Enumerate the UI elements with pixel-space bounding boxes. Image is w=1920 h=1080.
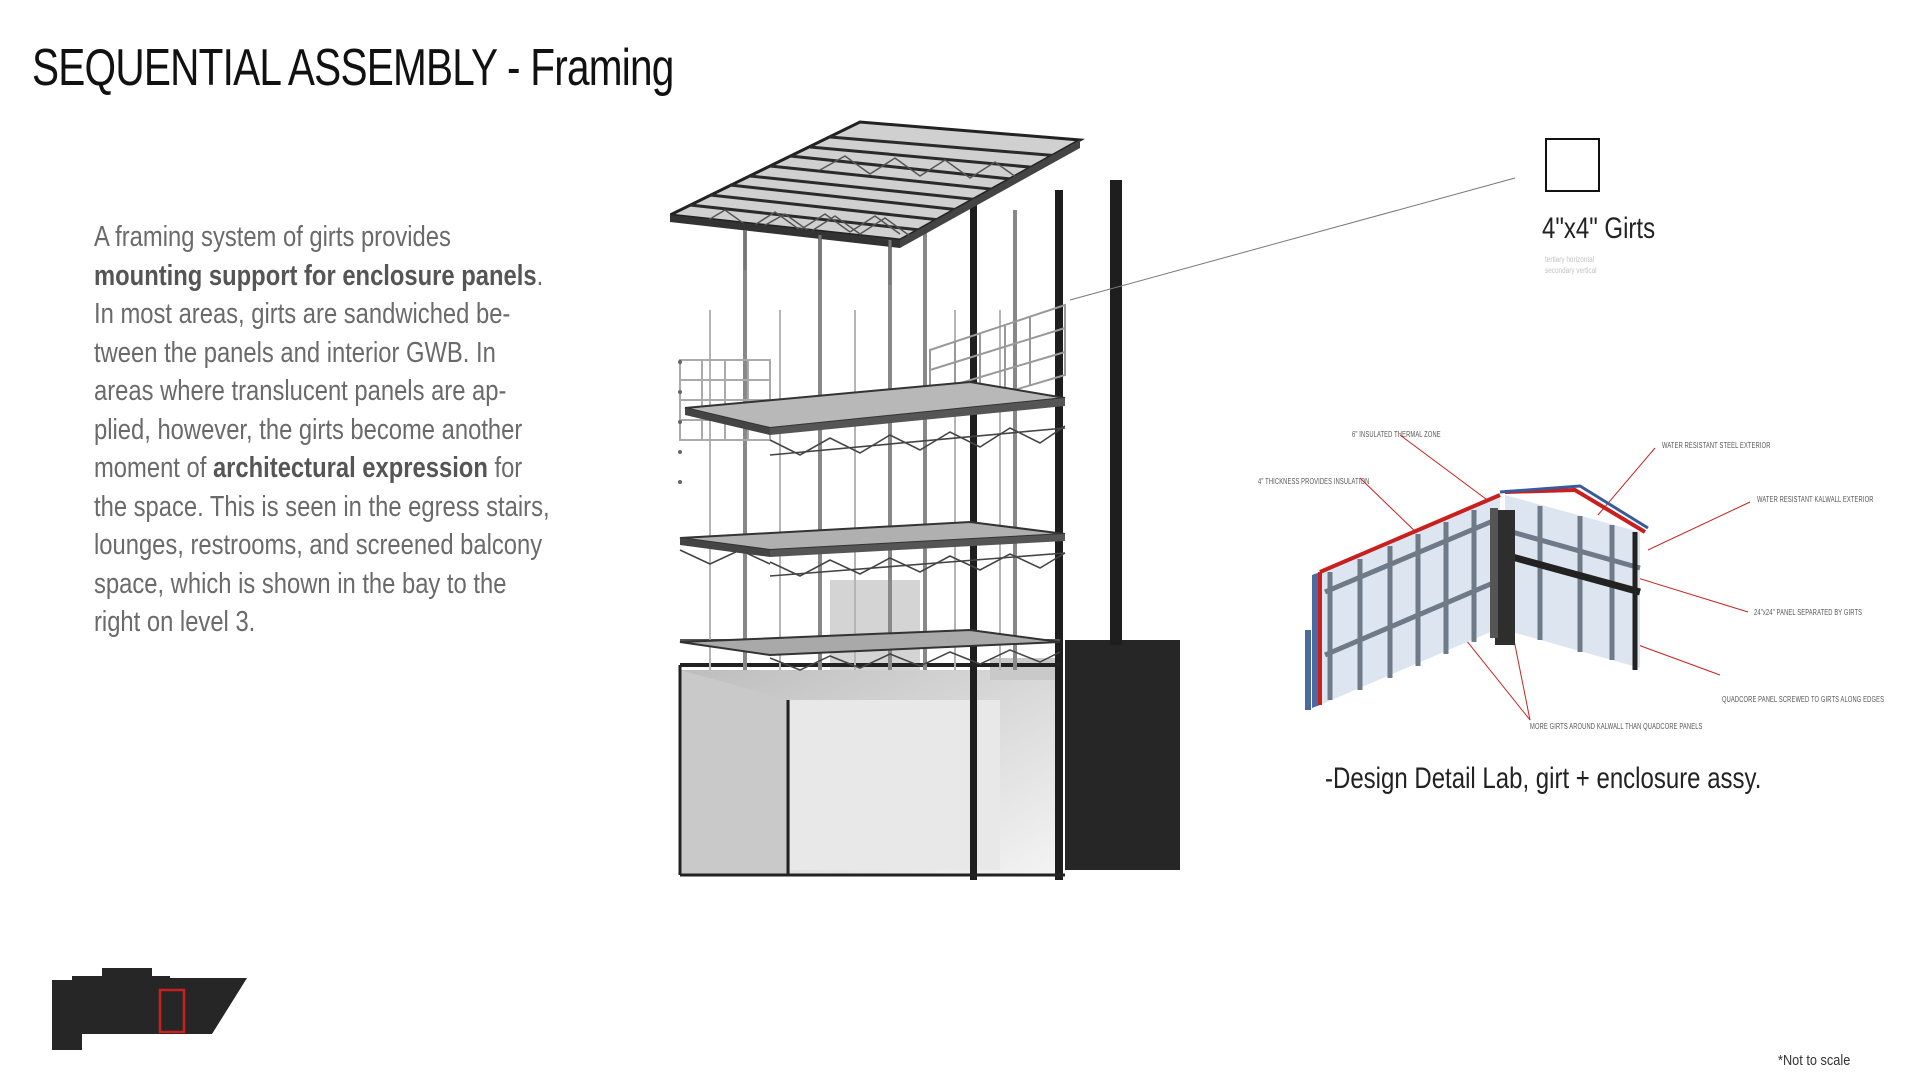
detail-caption: -Design Detail Lab, girt + enclosure ass… xyxy=(1325,762,1762,795)
floor-deck-level-1 xyxy=(679,628,1061,671)
left-wall-girts xyxy=(1324,510,1501,700)
floor-deck-level-2 xyxy=(679,520,1066,577)
kalwall-panel xyxy=(1320,495,1500,705)
callout-panel-separated: 24"x24" PANEL SEPARATED BY GIRTS xyxy=(1754,608,1863,617)
description-part-3: for the space. This is seen in the egres… xyxy=(94,452,550,638)
girt-note-line-1: tertiary horizontal xyxy=(1545,255,1595,264)
girt-legend-label: 4"x4" Girts xyxy=(1542,212,1656,245)
framing-axonometric-drawing xyxy=(670,120,1180,880)
callout-steel-exterior: WATER RESISTANT STEEL EXTERIOR xyxy=(1662,441,1771,450)
callout-insulation-thickness: 4" THICKNESS PROVIDES INSULATION xyxy=(1258,477,1370,486)
description-part-2: . In most areas, girts are sandwiched be… xyxy=(94,259,544,485)
description-emphasis-1: mounting support for enclosure panels xyxy=(94,259,537,292)
quadcore-panel xyxy=(1505,495,1640,668)
floor-deck-level-3 xyxy=(684,380,1066,456)
description-emphasis-2: architectural expression xyxy=(212,452,488,484)
description-paragraph: A framing system of girts provides mount… xyxy=(94,218,553,642)
girt-enclosure-detail-drawing xyxy=(1305,434,1751,721)
building-silhouette-logo xyxy=(52,968,247,1050)
stair-core-block xyxy=(1065,640,1180,870)
callout-more-girts: MORE GIRTS AROUND KALWALL THAN QUADCORE … xyxy=(1530,722,1703,731)
corner-column xyxy=(1495,510,1515,645)
callout-quadcore-screwed: QUADCORE PANEL SCREWED TO GIRTS ALONG ED… xyxy=(1722,695,1885,704)
girt-legend-note: tertiary horizontal secondary vertical xyxy=(1545,254,1597,276)
page-title: SEQUENTIAL ASSEMBLY - Framing xyxy=(32,39,674,97)
roof-deck xyxy=(670,120,1086,248)
description-part-1: A framing system of girts provides xyxy=(94,221,451,253)
girt-section-icon xyxy=(1545,138,1600,192)
callout-insulated-thermal-zone: 6" INSULATED THERMAL ZONE xyxy=(1352,430,1441,439)
right-wall-girts xyxy=(1504,506,1641,660)
callout-kalwall-exterior: WATER RESISTANT KALWALL EXTERIOR xyxy=(1757,495,1874,504)
girt-note-line-2: secondary vertical xyxy=(1545,266,1597,275)
not-to-scale-note: *Not to scale xyxy=(1778,1052,1851,1069)
